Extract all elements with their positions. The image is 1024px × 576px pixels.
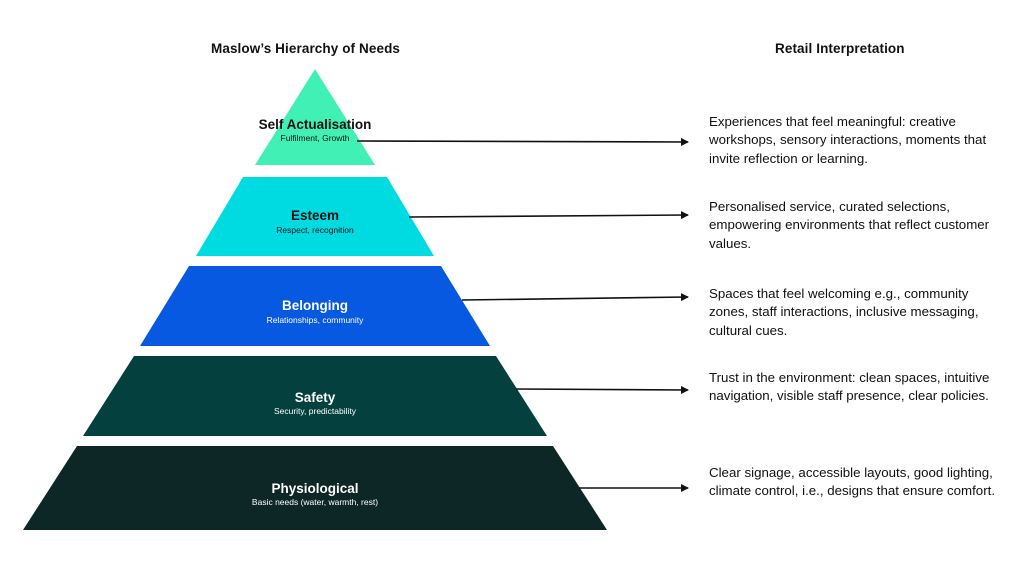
level-shape-belonging [140,266,490,346]
level-title-self-actualisation: Self Actualisation [258,117,372,132]
level-subtitle-belonging: Relationships, community [266,315,364,325]
level-shape-safety [83,356,547,436]
level-subtitle-physiological: Basic needs (water, warmth, rest) [251,497,379,507]
interpretation-belonging: Spaces that feel welcoming e.g., communi… [709,286,979,338]
level-title-physiological: Physiological [271,481,359,496]
level-shape-physiological [23,446,607,530]
level-subtitle-self-actualisation: Fulfilment, Growth [280,133,350,143]
arrow-self-actualisation [356,137,689,146]
interpretation-heading: Retail Interpretation [775,41,905,56]
arrow-safety [515,385,689,394]
level-subtitle-safety: Security, predictability [273,406,357,416]
interpretation-self-actualisation: Experiences that feel meaningful: creati… [709,114,987,166]
level-shape-self-actualisation [255,69,375,165]
level-shape-esteem [196,177,434,256]
arrow-esteem [408,211,689,220]
interpretation-safety: Trust in the environment: clean spaces, … [709,370,990,404]
level-title-belonging: Belonging [282,298,348,313]
level-title-safety: Safety [294,390,336,405]
pyramid-heading: Maslow’s Hierarchy of Needs [211,41,401,56]
interpretation-esteem: Personalised service, curated selections… [709,199,990,251]
level-title-esteem: Esteem [290,208,340,223]
level-subtitle-esteem: Respect, recognition [276,225,354,235]
interpretation-physiological: Clear signage, accessible layouts, good … [709,465,996,499]
arrow-belonging [461,293,689,302]
